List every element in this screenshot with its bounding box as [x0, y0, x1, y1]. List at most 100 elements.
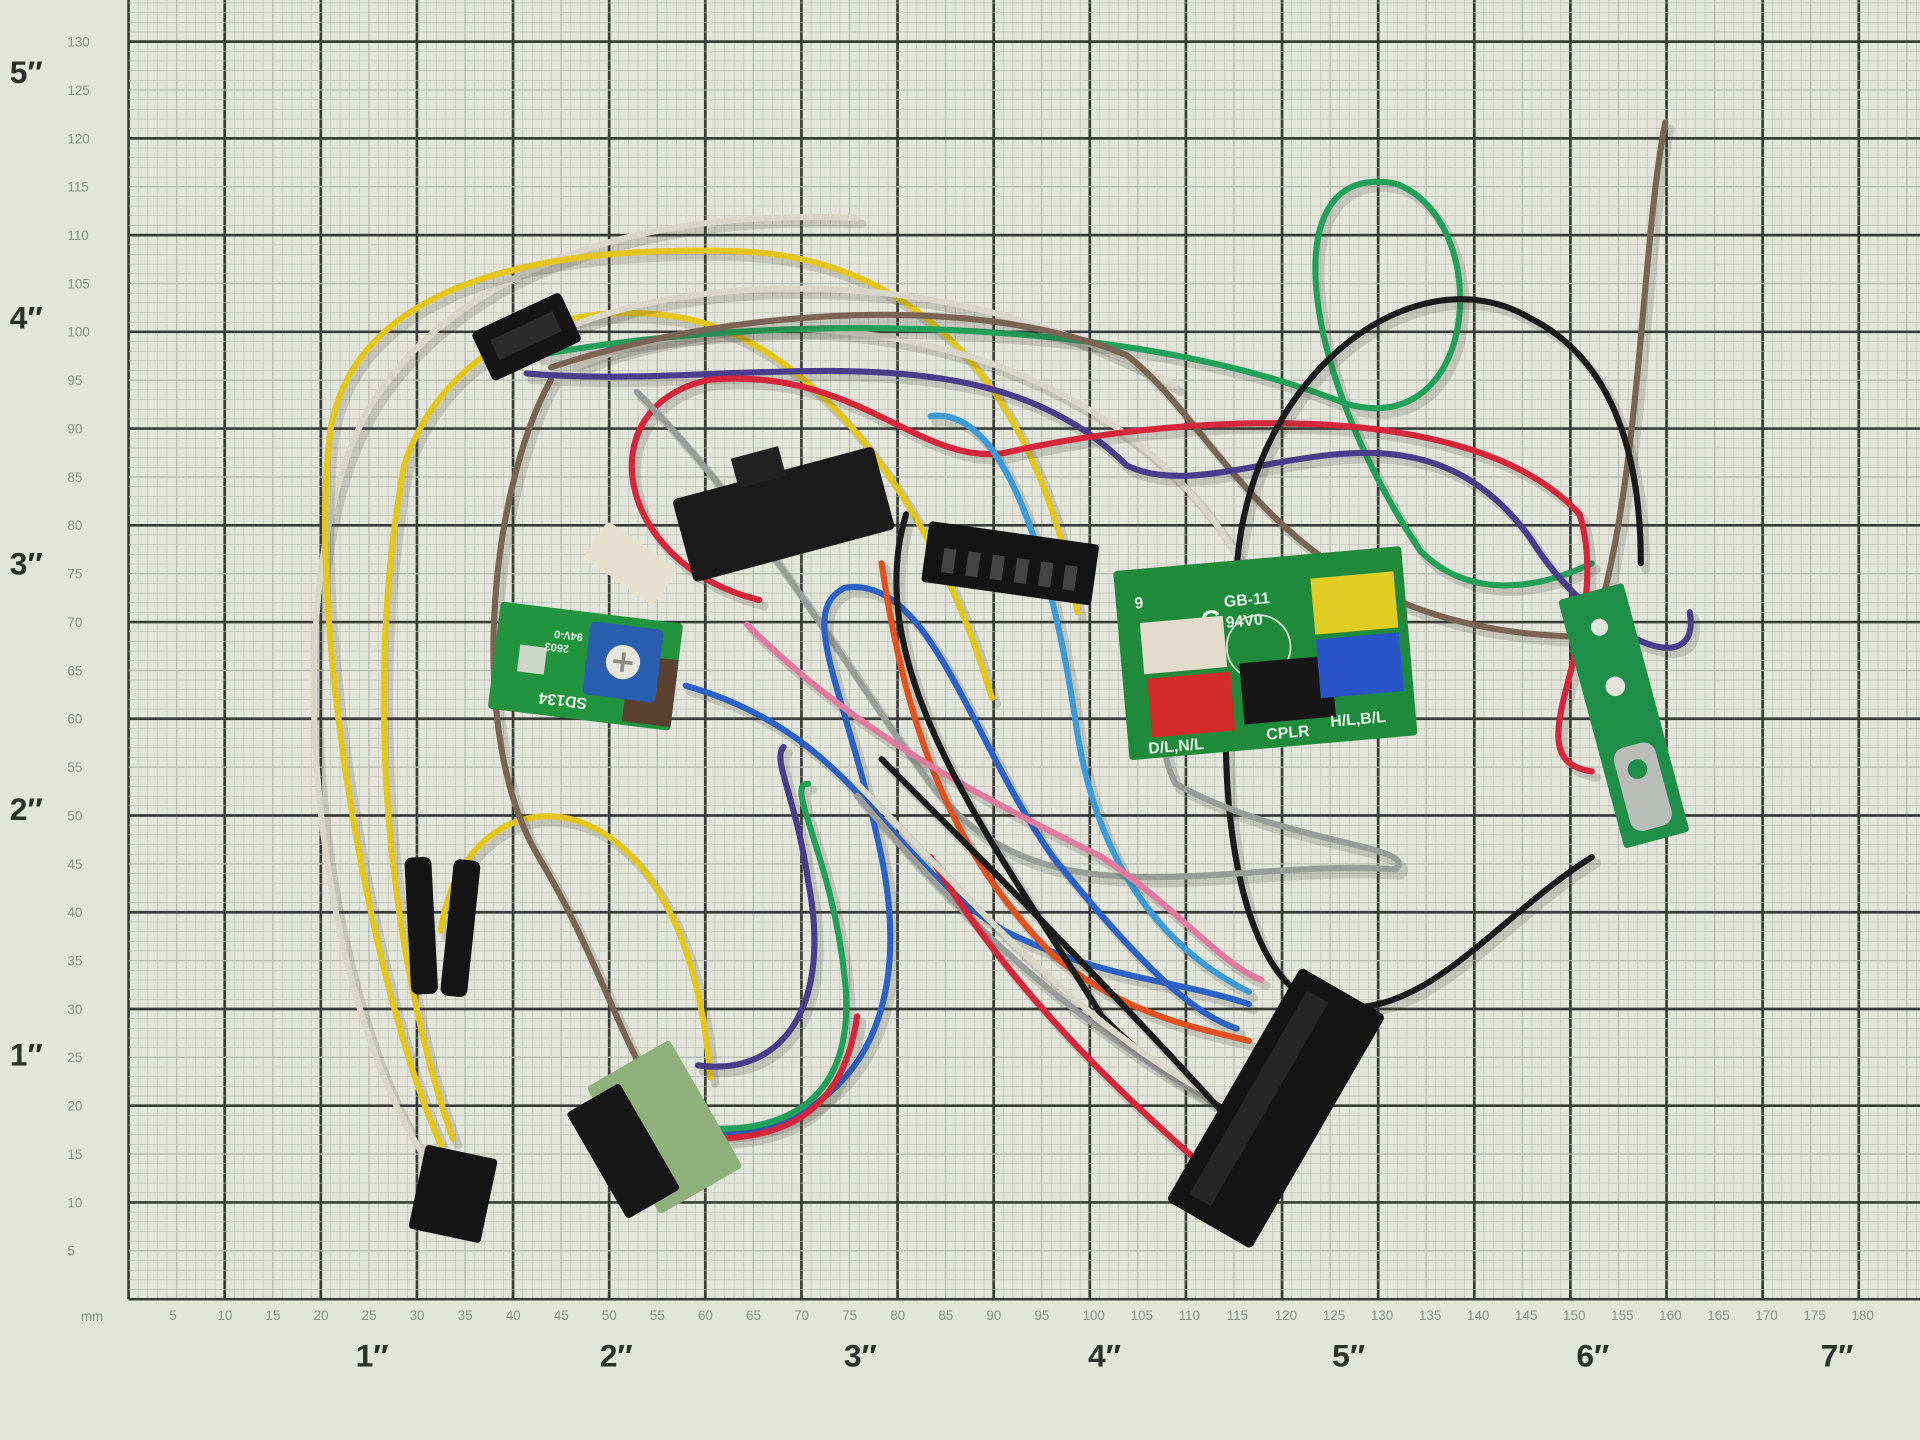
gray-wire [633, 388, 1402, 881]
orange-wire [878, 560, 1253, 1044]
purple-wire [694, 743, 818, 1070]
x-mm-label: 140 [1467, 1308, 1489, 1323]
x-mm-label: 160 [1659, 1308, 1681, 1323]
wire-bundle [310, 119, 1700, 1174]
y-mm-label: 15 [67, 1147, 82, 1162]
x-mm-label: 40 [506, 1308, 521, 1323]
x-mm-label: 105 [1131, 1308, 1153, 1323]
y-mm-label: 50 [67, 808, 82, 823]
bracket-board [1558, 583, 1689, 848]
board-part-no: GB-11 [1223, 590, 1270, 611]
x-mm-label: 55 [650, 1308, 665, 1323]
x-inch-label: 5″ [1332, 1338, 1365, 1374]
lightblue-wire [927, 412, 1253, 995]
y-mm-label: 10 [67, 1195, 82, 1210]
mm-unit-label: mm [81, 1309, 103, 1324]
y-mm-label: 95 [67, 373, 82, 388]
sensor-board: SD134 2603 94V-0 [488, 601, 683, 731]
connector-top-left [472, 293, 581, 381]
y-mm-label: 25 [67, 1050, 82, 1065]
brown-wire [547, 119, 1669, 640]
x-mm-label: 60 [698, 1308, 713, 1323]
pin-mark: 9 [1134, 595, 1144, 613]
distribution-board: 9 G GB-11 94V0 D/L,N/L CPLR H/L,B/L [1113, 546, 1418, 761]
x-mm-label: 85 [938, 1308, 953, 1323]
y-mm-label: 115 [67, 180, 88, 195]
x-mm-label: 150 [1563, 1308, 1585, 1323]
wire-shadow [314, 218, 867, 1174]
blue-wire [682, 584, 1240, 1136]
x-inch-label: 6″ [1576, 1338, 1609, 1374]
x-mm-label: 75 [842, 1308, 857, 1323]
large-connector [1167, 968, 1384, 1248]
x-mm-label: 65 [746, 1308, 761, 1323]
x-inch-label: 4″ [1088, 1338, 1121, 1374]
x-mm-label: 30 [410, 1308, 425, 1323]
x-mm-label: 5 [169, 1308, 176, 1323]
x-inch-label: 1″ [356, 1338, 389, 1374]
x-mm-label: 145 [1515, 1308, 1537, 1323]
x-mm-label: 90 [986, 1308, 1001, 1323]
x-inch-label: 7″ [1820, 1338, 1853, 1374]
y-inch-label: 4″ [10, 300, 43, 336]
white-wire [854, 780, 1228, 1106]
x-mm-label: 175 [1803, 1308, 1825, 1323]
x-mm-label: 70 [794, 1308, 809, 1323]
x-mm-label: 80 [890, 1308, 905, 1323]
ruler-labels: 5 10 15 20 25 30 35 40 45 50 55 60 65 70 75 80 85 90 95 100… [10, 35, 1874, 1374]
label-dl-nl: D/L,N/L [1148, 736, 1205, 758]
y-mm-label: 65 [67, 663, 82, 678]
x-mm-label: 165 [1707, 1308, 1729, 1323]
red-wire [707, 1013, 861, 1142]
y-mm-label: 110 [67, 228, 88, 243]
white-wire [310, 213, 861, 1167]
red-header [1147, 671, 1236, 738]
y-inch-label: 3″ [10, 545, 43, 581]
y-mm-label: 100 [67, 325, 89, 340]
sensor-code: 2603 [544, 640, 570, 655]
x-mm-label: 155 [1611, 1308, 1633, 1323]
y-mm-label: 35 [67, 954, 82, 969]
black-wire [878, 756, 1228, 1118]
y-mm-label: 40 [67, 905, 82, 920]
connector-bottom-left [408, 1145, 498, 1243]
x-mm-label: 115 [1227, 1308, 1248, 1323]
gray-wire [854, 792, 1216, 1106]
x-mm-label: 120 [1275, 1308, 1297, 1323]
x-mm-label: 20 [313, 1308, 328, 1323]
pink-wire [743, 621, 1265, 983]
x-mm-label: 10 [217, 1308, 232, 1323]
y-mm-label: 80 [67, 518, 82, 533]
y-mm-label: 85 [67, 470, 82, 485]
potentiometer[interactable] [582, 621, 664, 703]
sensor-rating: 94V-0 [554, 627, 584, 642]
y-mm-label: 125 [67, 83, 89, 98]
x-mm-label: 100 [1082, 1308, 1104, 1323]
y-mm-label: 105 [67, 276, 89, 291]
green-wire [682, 780, 850, 1132]
heat-shrink-sleeves [404, 856, 481, 998]
y-mm-label: 75 [67, 567, 82, 582]
x-inch-label: 3″ [844, 1338, 877, 1374]
x-mm-label: 135 [1419, 1308, 1441, 1323]
x-mm-label: 35 [458, 1308, 473, 1323]
y-mm-label: 55 [67, 760, 82, 775]
x-mm-label: 25 [362, 1308, 377, 1323]
x-mm-label: 45 [554, 1308, 569, 1323]
yellow-header [1310, 571, 1399, 635]
y-mm-label: 130 [67, 35, 89, 50]
wire-shadow [698, 748, 824, 1077]
black-header [1239, 655, 1337, 725]
x-mm-label: 110 [1179, 1308, 1200, 1323]
x-mm-label: 95 [1034, 1308, 1049, 1323]
sensor-part-no: SD134 [538, 689, 588, 712]
x-mm-label: 125 [1323, 1308, 1345, 1323]
y-mm-label: 45 [67, 857, 82, 872]
blue-header [1315, 632, 1404, 699]
y-inch-label: 2″ [10, 791, 43, 827]
wire-shadow [710, 1018, 867, 1150]
y-mm-label: 20 [67, 1099, 82, 1114]
x-mm-label: 130 [1371, 1308, 1393, 1323]
y-mm-label: 120 [67, 131, 89, 146]
